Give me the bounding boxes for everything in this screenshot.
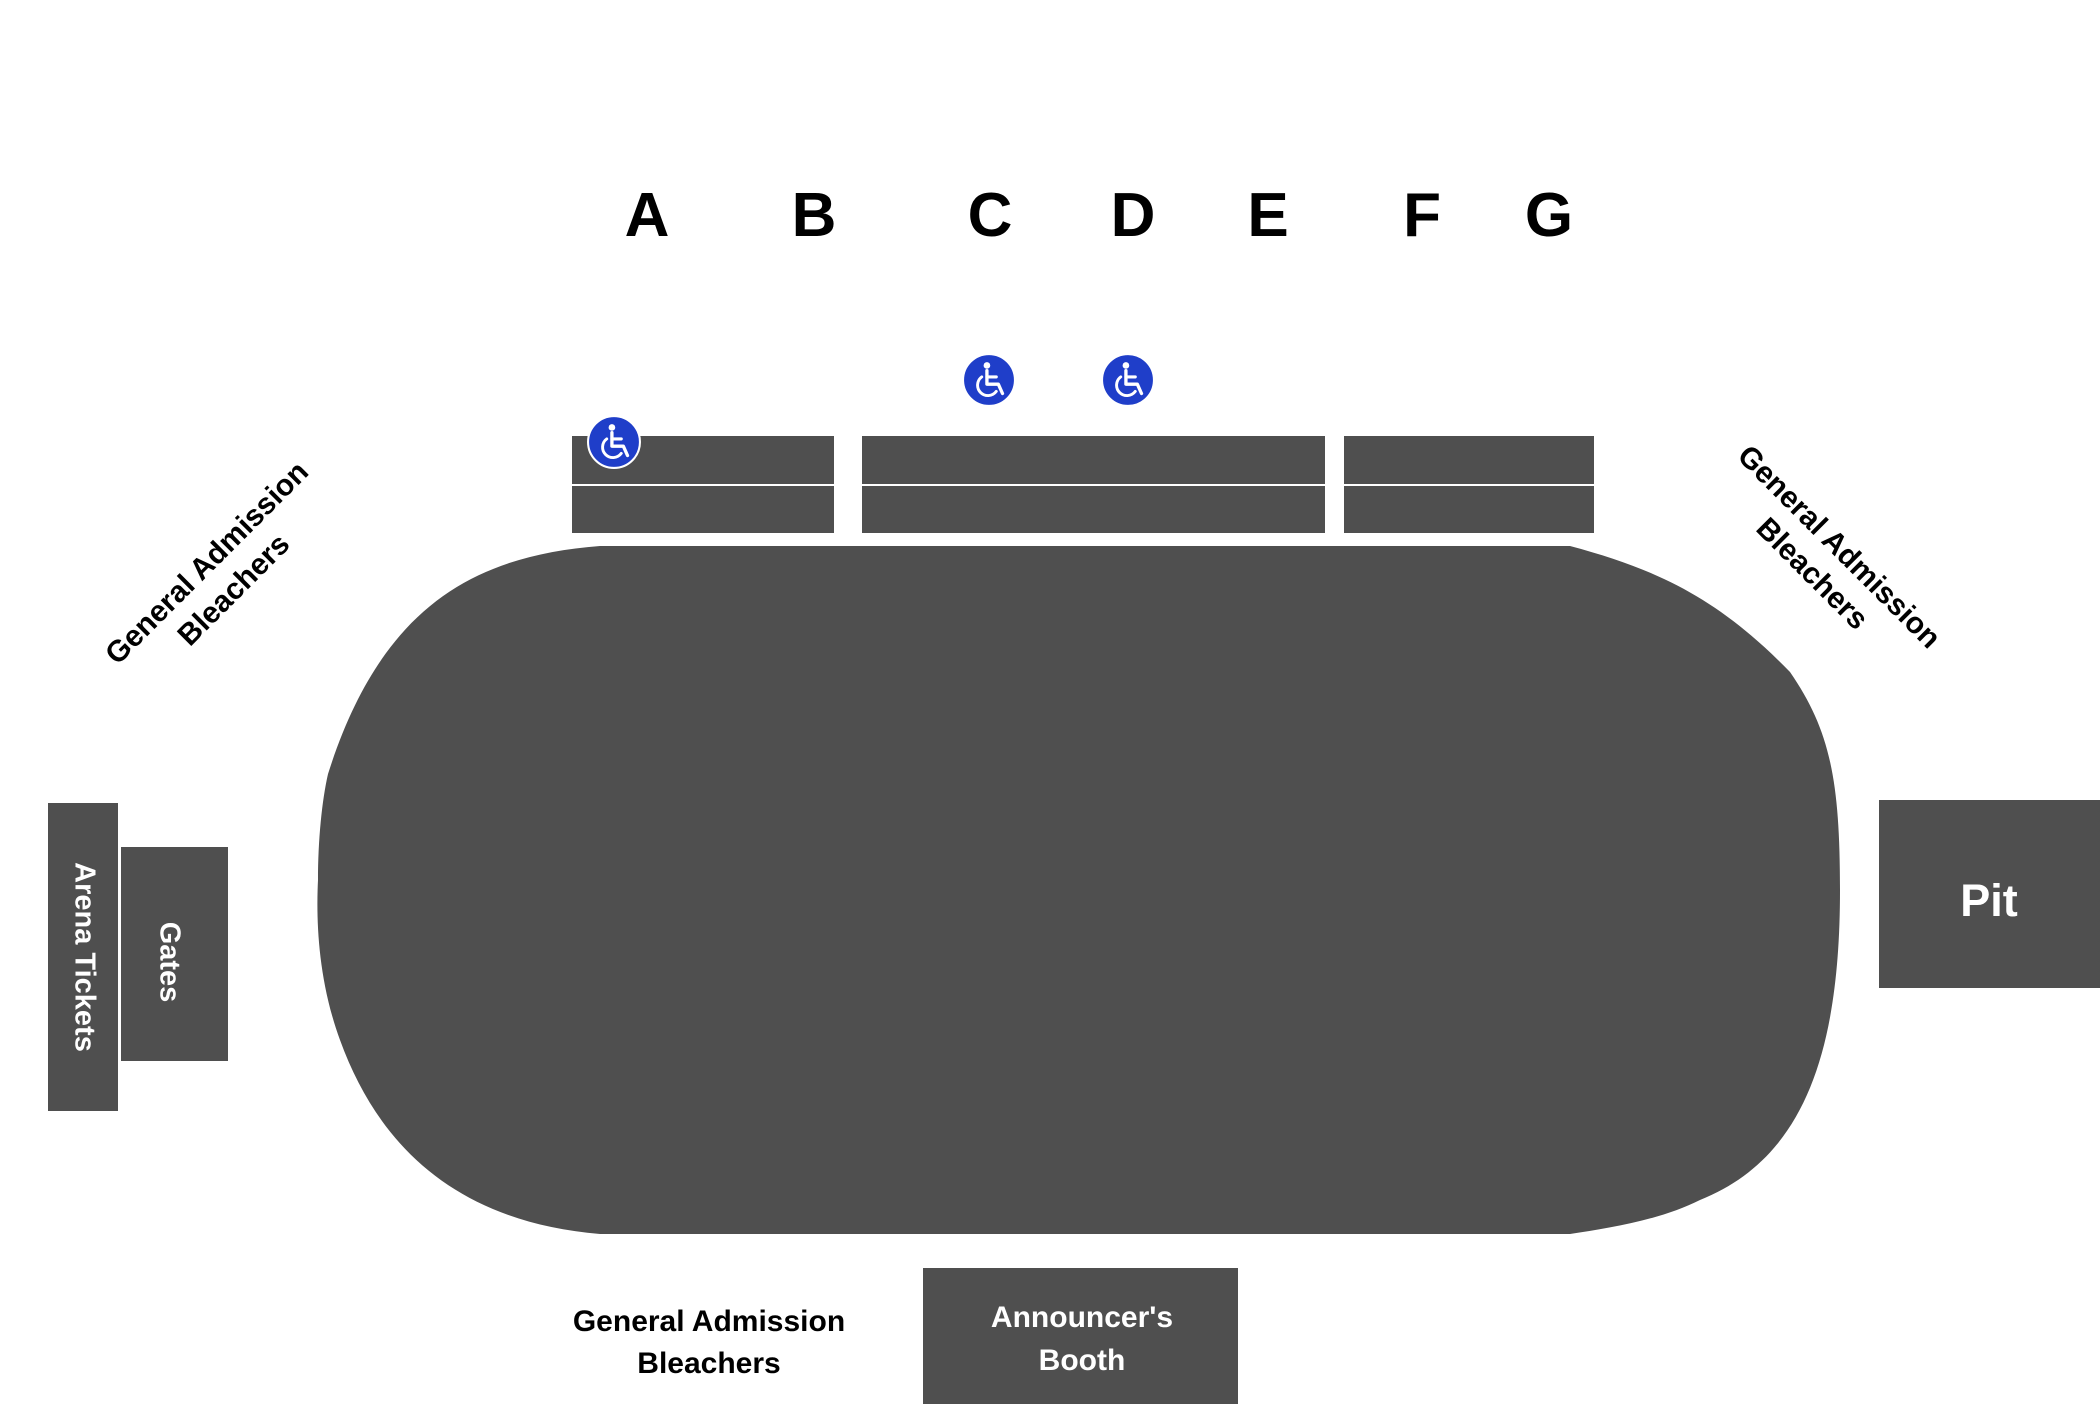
ga-bottom-line1: General Admission: [573, 1305, 845, 1338]
gates-label: Gates: [153, 922, 185, 1003]
section-label-e: E: [1247, 181, 1288, 250]
arena-tickets-label: Arena Tickets: [68, 862, 100, 1052]
wheelchair-icon: [587, 415, 641, 469]
section-label-c: C: [968, 181, 1013, 250]
pit-block[interactable]: Pit: [1879, 800, 2100, 988]
pit-label: Pit: [1960, 875, 2018, 926]
grandstand-block-cde[interactable]: [862, 436, 1325, 533]
gates-block[interactable]: Gates: [121, 847, 228, 1061]
announcers-booth-block[interactable]: Announcer's Booth: [923, 1268, 1238, 1404]
section-label-f: F: [1403, 181, 1441, 250]
announcers-booth-line2: Booth: [1039, 1344, 1126, 1377]
section-label-d: D: [1111, 181, 1156, 250]
wheelchair-icon: [1101, 353, 1155, 407]
announcers-booth-line1: Announcer's: [991, 1301, 1173, 1334]
section-label-a: A: [625, 181, 670, 250]
ga-bottom-line2: Bleachers: [637, 1347, 780, 1380]
arena-track: [317, 546, 1841, 1234]
section-label-b: B: [792, 181, 837, 250]
section-label-g: G: [1525, 181, 1573, 250]
ga-bleachers-left: General Admission Bleachers: [99, 455, 315, 671]
wheelchair-icon: [962, 353, 1016, 407]
arena-tickets-block[interactable]: Arena Tickets: [48, 803, 118, 1111]
ga-bleachers-bottom: General Admission Bleachers: [573, 1305, 845, 1380]
grandstand-block-fg[interactable]: [1344, 436, 1594, 533]
